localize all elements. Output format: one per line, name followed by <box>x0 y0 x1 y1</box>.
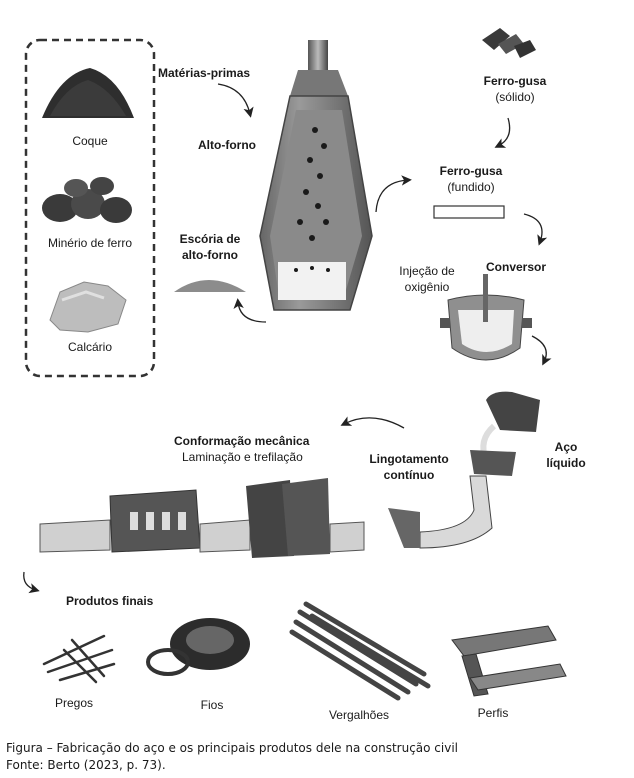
slag-image <box>174 280 246 292</box>
converter-label: Conversor <box>486 260 547 274</box>
pig-iron-solid-sub: (sólido) <box>495 90 535 104</box>
limestone-label: Calcário <box>67 340 112 354</box>
rolling-mill-image <box>39 478 365 558</box>
profiles-image <box>451 625 567 697</box>
coke-label: Coque <box>72 134 108 148</box>
raw-materials-title: Matérias-primas <box>158 66 251 80</box>
oxygen-label-line2: oxigênio <box>404 280 450 294</box>
final-products-title: Produtos finais <box>66 594 154 608</box>
iron-ore-label: Minério de ferro <box>47 236 133 250</box>
pig-iron-molten-sub: (fundido) <box>447 180 495 194</box>
wires-image <box>146 618 250 676</box>
converter-image <box>440 274 532 361</box>
figure-caption: Figura – Fabricação do aço e os principa… <box>6 741 458 755</box>
figure-source: Fonte: Berto (2023, p. 73). <box>6 758 166 772</box>
flow-arrows <box>23 83 552 594</box>
wires-label: Fios <box>200 698 224 712</box>
rebars-label: Vergalhões <box>328 708 390 722</box>
forming-subtitle: Laminação e trefilação <box>182 450 303 464</box>
raw-materials-box <box>24 38 156 378</box>
pig-iron-molten-image <box>433 205 505 219</box>
coke-image <box>42 68 134 118</box>
pig-iron-molten-title: Ferro-gusa <box>439 164 503 178</box>
profiles-label: Perfis <box>477 706 509 720</box>
slag-label-line2: alto-forno <box>182 248 238 262</box>
pig-iron-solid-image <box>482 28 536 58</box>
liquid-steel-line2: líquido <box>546 456 586 470</box>
forming-title: Conformação mecânica <box>174 434 310 448</box>
oxygen-label-line1: Injeção de <box>399 264 455 278</box>
pig-iron-solid-title: Ferro-gusa <box>483 74 547 88</box>
casting-label-line2: contínuo <box>383 468 435 482</box>
iron-ore-image <box>42 177 132 223</box>
nails-label: Pregos <box>54 696 94 710</box>
continuous-casting-image <box>388 391 540 549</box>
nails-image <box>42 634 116 684</box>
blast-furnace-label: Alto-forno <box>198 138 256 152</box>
casting-label-line1: Lingotamento <box>369 452 449 466</box>
blast-furnace-image <box>259 40 373 311</box>
rebars-image <box>289 601 431 701</box>
limestone-image <box>49 281 127 333</box>
liquid-steel-line1: Aço <box>554 440 578 454</box>
slag-label-line1: Escória de <box>179 232 241 246</box>
